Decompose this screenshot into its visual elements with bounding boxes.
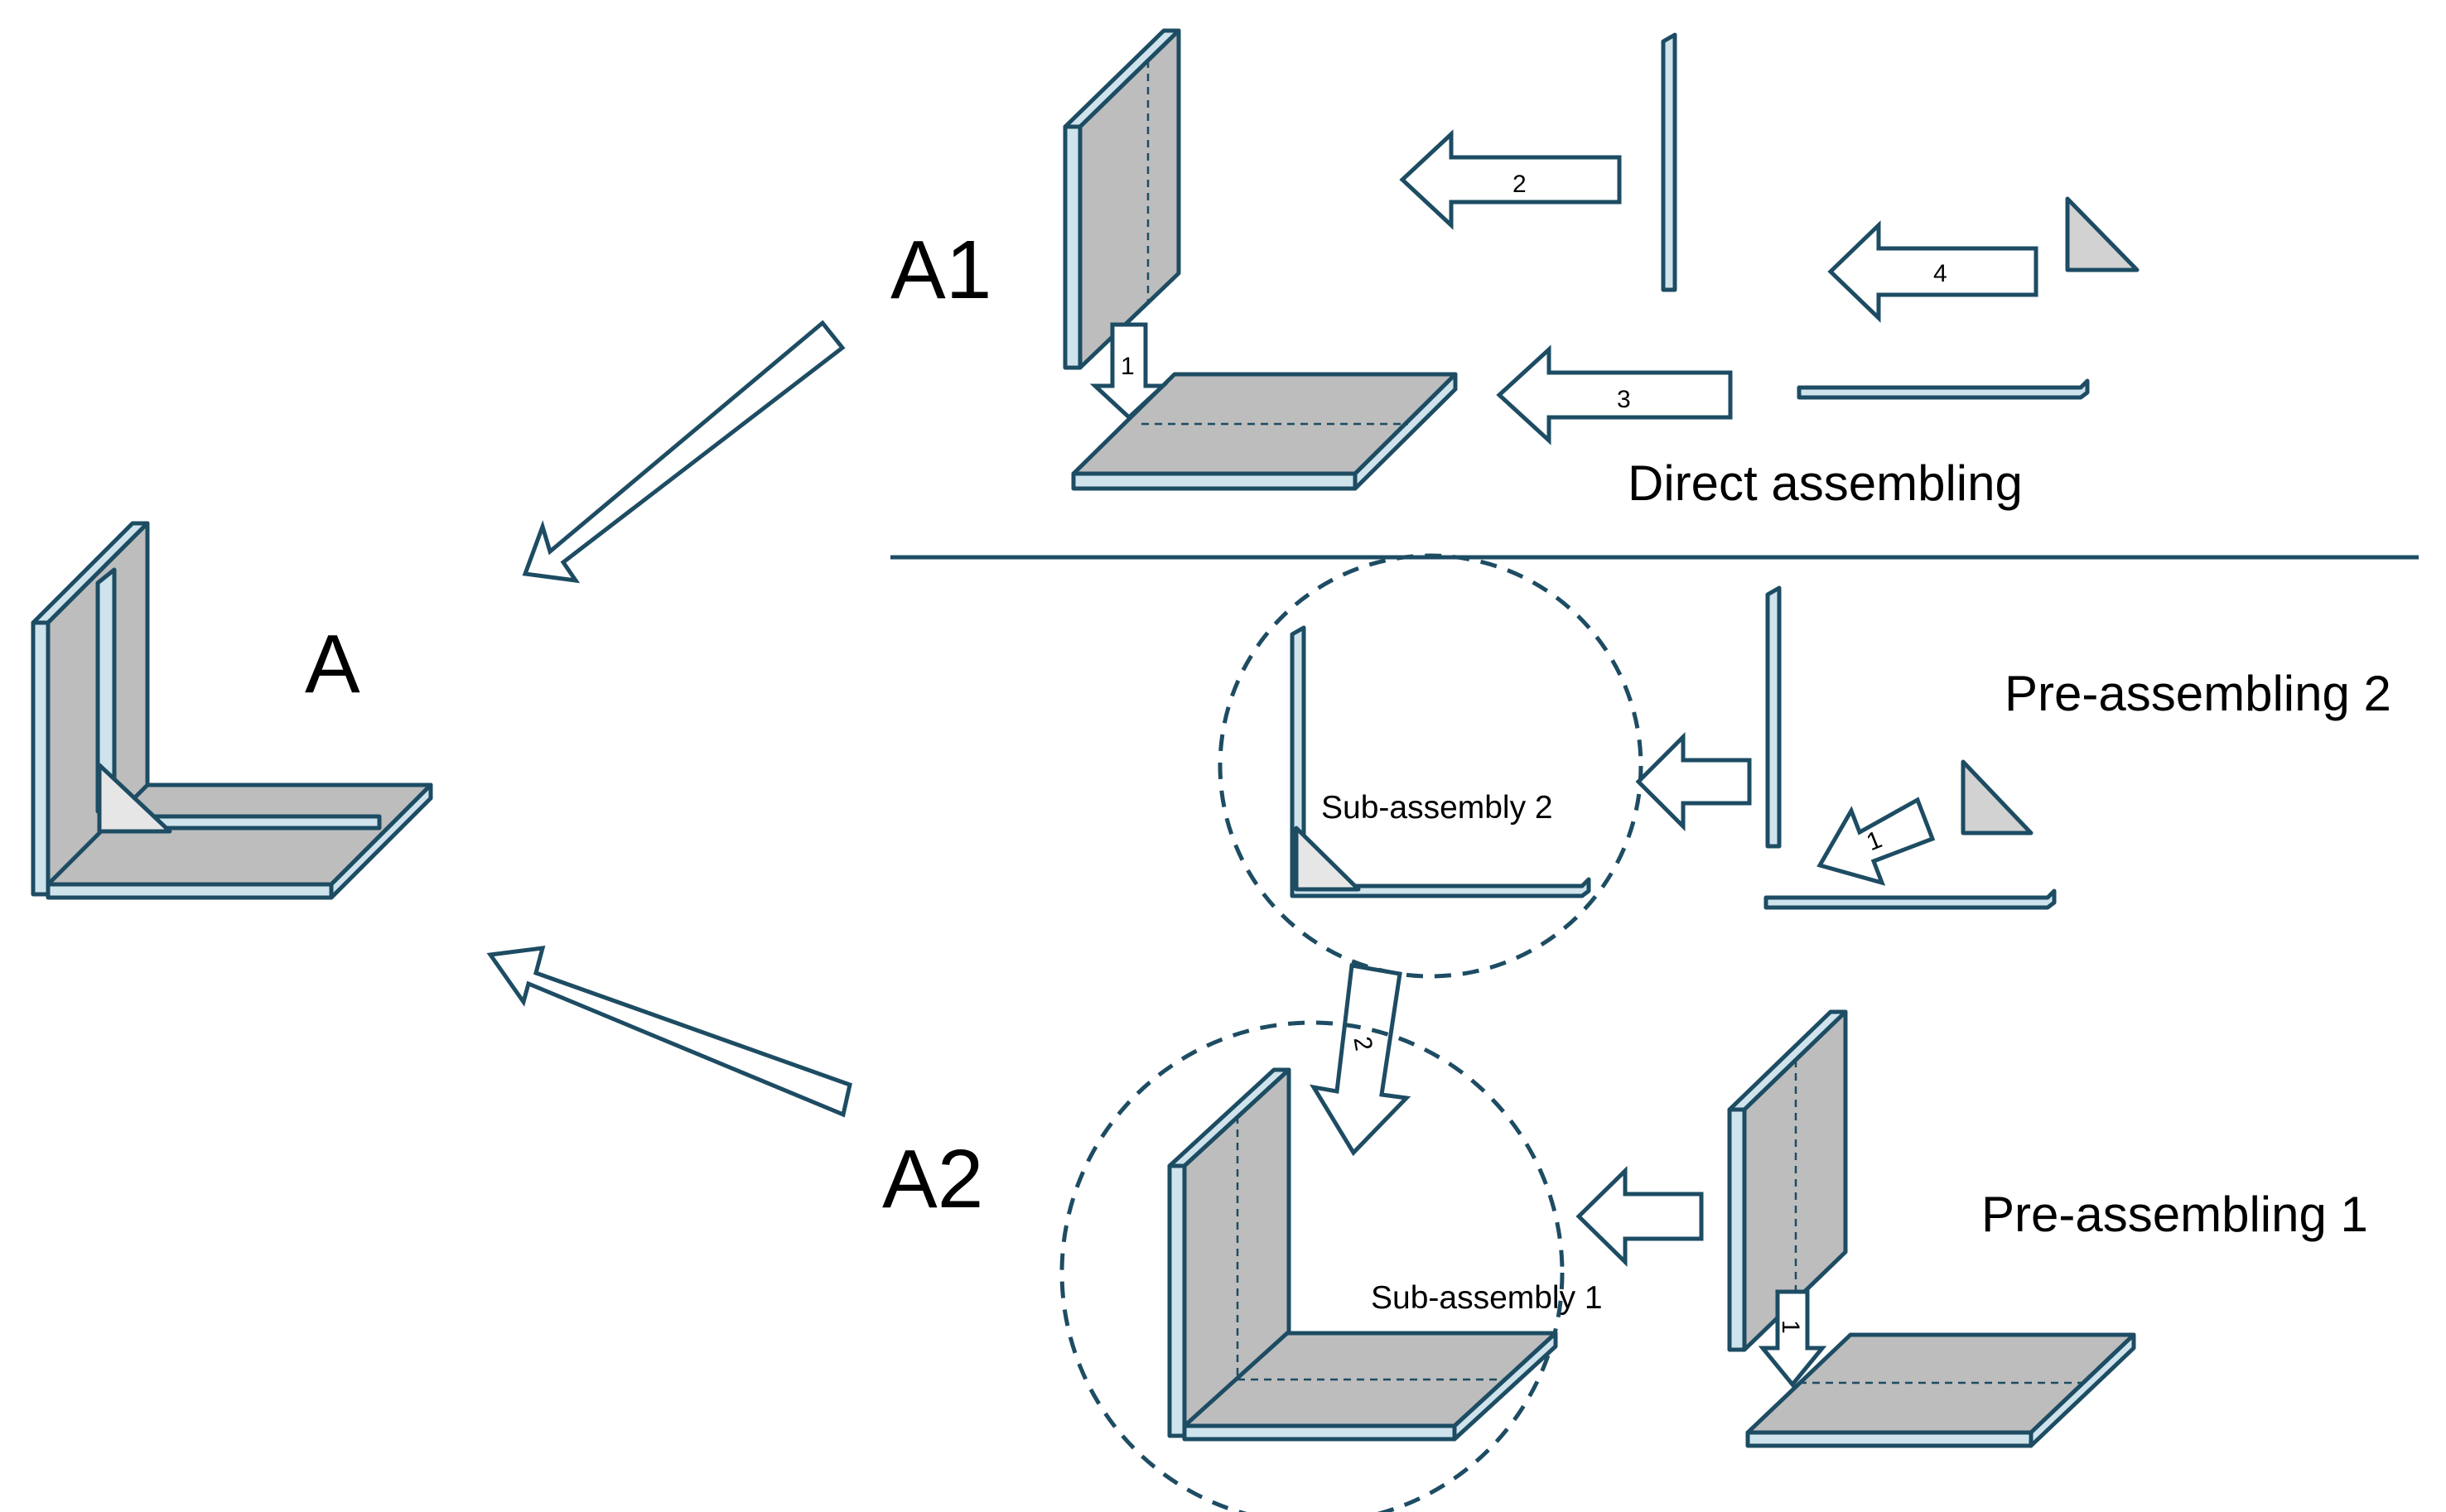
a1-step1-number: 1	[1121, 353, 1135, 380]
direct-assembling-section: 1 2 4 3 Direct assembling	[1063, 28, 2140, 511]
arrow-a2-to-a	[486, 946, 852, 1118]
a1-step2-number: 2	[1512, 171, 1527, 198]
a1-step3-arrow	[1496, 344, 1733, 445]
pre-assembling-2-section: Sub-assembly 2 1 Pre-assembling 2	[1218, 553, 2391, 979]
a1-step4-number: 4	[1933, 260, 1947, 287]
arrow-a1-to-a	[522, 320, 846, 584]
label-a1: A1	[890, 224, 991, 316]
a1-step1-arrow	[1089, 322, 1169, 421]
a1-step2-arrow	[1399, 129, 1622, 230]
label-a: A	[305, 618, 360, 710]
sub-assembly-2-circle	[1218, 553, 1643, 979]
a1-step4-arrow	[1827, 220, 2038, 323]
label-sub-assembly-1: Sub-assembly 1	[1371, 1280, 1603, 1316]
assembly-a-figure: A	[31, 521, 433, 900]
label-a2: A2	[882, 1133, 983, 1225]
label-sub-assembly-2: Sub-assembly 2	[1321, 790, 1553, 826]
pre1-arrow-to-sub1	[1575, 1166, 1704, 1267]
pre1-step1-arrow	[1758, 1289, 1827, 1388]
sub-assembly-1-circle	[1059, 1020, 1565, 1512]
label-direct-assembling: Direct assembling	[1628, 455, 2023, 511]
a2-step2-arrow	[1309, 963, 1411, 1157]
label-pre-assembling-2: Pre-assembling 2	[2005, 666, 2391, 721]
a1-step3-number: 3	[1617, 386, 1631, 413]
pre1-step1-number: 1	[1777, 1320, 1804, 1334]
pre2-step1-arrow	[1816, 797, 1936, 886]
label-pre-assembling-1: Pre-assembling 1	[1981, 1187, 2368, 1242]
pre2-arrow-to-sub2	[1635, 731, 1752, 832]
pre-assembling-1-section: Sub-assembly 1 1 Pre-assembling 1	[1059, 1009, 2368, 1512]
a2-step2-number: 2	[1348, 1034, 1377, 1052]
